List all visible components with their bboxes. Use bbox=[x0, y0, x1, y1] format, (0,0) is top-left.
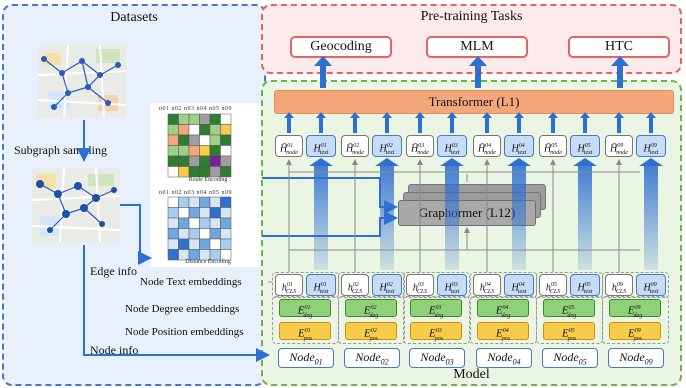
column-arrowhead bbox=[573, 158, 597, 166]
text-hidden-04: H04text bbox=[504, 135, 534, 157]
model-title: Model bbox=[453, 367, 490, 382]
position-embedding-02: E02pos bbox=[345, 322, 397, 342]
position-embedding-01: E01pos bbox=[279, 322, 331, 342]
text-embedding-group-02 bbox=[338, 272, 405, 298]
column-arrowhead bbox=[440, 158, 464, 166]
column-arrowhead bbox=[375, 158, 399, 166]
map-full-graph bbox=[38, 45, 126, 117]
node-03: Node03 bbox=[409, 348, 465, 368]
transformer-block: Transformer (L1) bbox=[274, 90, 674, 114]
cls-embedding-04: h04CLS bbox=[473, 274, 501, 296]
text-embedding-group-09 bbox=[602, 272, 669, 298]
degree-embedding-05: E05deg bbox=[543, 299, 595, 319]
label-position-embeddings: Node Position embeddings bbox=[125, 326, 244, 338]
node-01: Node01 bbox=[278, 348, 334, 368]
column-arrowhead bbox=[548, 112, 558, 118]
column-arrowhead bbox=[482, 112, 492, 118]
label-node-info: Node info bbox=[90, 343, 139, 357]
position-embedding-04: E04pos bbox=[477, 322, 529, 342]
route-encoding-caption: Route Encoding bbox=[188, 177, 228, 183]
pretraining-title: Pre-training Tasks bbox=[420, 9, 523, 24]
degree-embedding-02: E02deg bbox=[345, 299, 397, 319]
column-arrowhead bbox=[507, 158, 531, 166]
column-arrowhead bbox=[646, 112, 656, 118]
text-flow-arrow bbox=[380, 164, 394, 270]
column-arrowhead bbox=[382, 112, 392, 118]
label-degree-embeddings: Node Degree embeddings bbox=[125, 303, 240, 315]
column-arrowhead bbox=[514, 112, 524, 118]
node-hidden-02: H̄02node bbox=[341, 135, 369, 157]
text-embedding-09: H09text bbox=[636, 274, 666, 296]
column-arrowhead bbox=[614, 112, 624, 118]
datasets-title: Datasets bbox=[110, 10, 158, 25]
text-embedding-04: H04text bbox=[504, 274, 534, 296]
column-arrowhead bbox=[350, 112, 360, 118]
matrix-cell bbox=[220, 166, 232, 178]
distance-encoding-caption: Distance Encoding bbox=[185, 259, 231, 265]
node-hidden-04: H̄04node bbox=[473, 135, 501, 157]
map-subgraph-svg bbox=[32, 168, 120, 242]
text-flow-arrow bbox=[644, 164, 658, 270]
text-hidden-05: H05text bbox=[570, 135, 600, 157]
route-matrix-header: n01 n02 n03 n04 n05 n09 bbox=[159, 106, 232, 112]
task-mlm: MLM bbox=[426, 36, 528, 58]
task-geocoding: Geocoding bbox=[290, 36, 392, 58]
node-embedding-group-09 bbox=[602, 296, 669, 344]
cls-embedding-02: h02CLS bbox=[341, 274, 369, 296]
text-embedding-group-03 bbox=[403, 272, 470, 298]
text-embedding-01: H01text bbox=[306, 274, 336, 296]
map-full-graph-svg bbox=[38, 45, 126, 117]
cls-embedding-09: h09CLS bbox=[605, 274, 633, 296]
position-embedding-03: E03pos bbox=[410, 322, 462, 342]
cls-embedding-05: h05CLS bbox=[539, 274, 567, 296]
label-text-embeddings: Node Text embeddings bbox=[140, 276, 242, 288]
text-flow-arrow bbox=[314, 164, 328, 270]
column-arrowhead bbox=[309, 158, 333, 166]
text-embedding-03: H03text bbox=[437, 274, 467, 296]
text-flow-arrow bbox=[512, 164, 526, 270]
label-edge-info: Edge info bbox=[90, 264, 137, 278]
degree-embedding-01: E01deg bbox=[279, 299, 331, 319]
column-arrowhead bbox=[284, 112, 294, 118]
column-arrowhead bbox=[639, 158, 663, 166]
text-hidden-02: H02text bbox=[372, 135, 402, 157]
text-flow-arrow bbox=[445, 164, 459, 270]
node-hidden-01: H̄01node bbox=[275, 135, 303, 157]
column-arrowhead bbox=[580, 112, 590, 118]
node-09: Node09 bbox=[608, 348, 664, 368]
text-embedding-05: H05text bbox=[570, 274, 600, 296]
node-02: Node02 bbox=[344, 348, 400, 368]
node-embedding-group-02 bbox=[338, 296, 405, 344]
text-flow-arrow bbox=[578, 164, 592, 270]
cls-embedding-01: h01CLS bbox=[275, 274, 303, 296]
cls-embedding-03: h03CLS bbox=[406, 274, 434, 296]
position-embedding-09: E09pos bbox=[609, 322, 661, 342]
degree-embedding-09: E09deg bbox=[609, 299, 661, 319]
text-embedding-02: H02text bbox=[372, 274, 402, 296]
task-htc: HTC bbox=[568, 36, 670, 58]
degree-embedding-04: E04deg bbox=[477, 299, 529, 319]
degree-embedding-03: E03deg bbox=[410, 299, 462, 319]
node-hidden-03: H̄03node bbox=[406, 135, 434, 157]
column-arrowhead bbox=[316, 112, 326, 118]
node-hidden-05: H̄05node bbox=[539, 135, 567, 157]
node-04: Node04 bbox=[476, 348, 532, 368]
text-hidden-03: H03text bbox=[437, 135, 467, 157]
matrix-cell bbox=[220, 249, 232, 261]
text-hidden-01: H01text bbox=[306, 135, 336, 157]
node-hidden-09: H̄09node bbox=[605, 135, 633, 157]
text-hidden-09: H09text bbox=[636, 135, 666, 157]
position-embedding-05: E05pos bbox=[543, 322, 595, 342]
map-subgraph bbox=[32, 168, 120, 242]
column-arrowhead bbox=[447, 112, 457, 118]
distance-matrix-header: n01 n02 n03 n04 n05 n09 bbox=[159, 190, 232, 196]
column-arrowhead bbox=[415, 112, 425, 118]
node-embedding-group-03 bbox=[403, 296, 470, 344]
node-05: Node05 bbox=[542, 348, 598, 368]
